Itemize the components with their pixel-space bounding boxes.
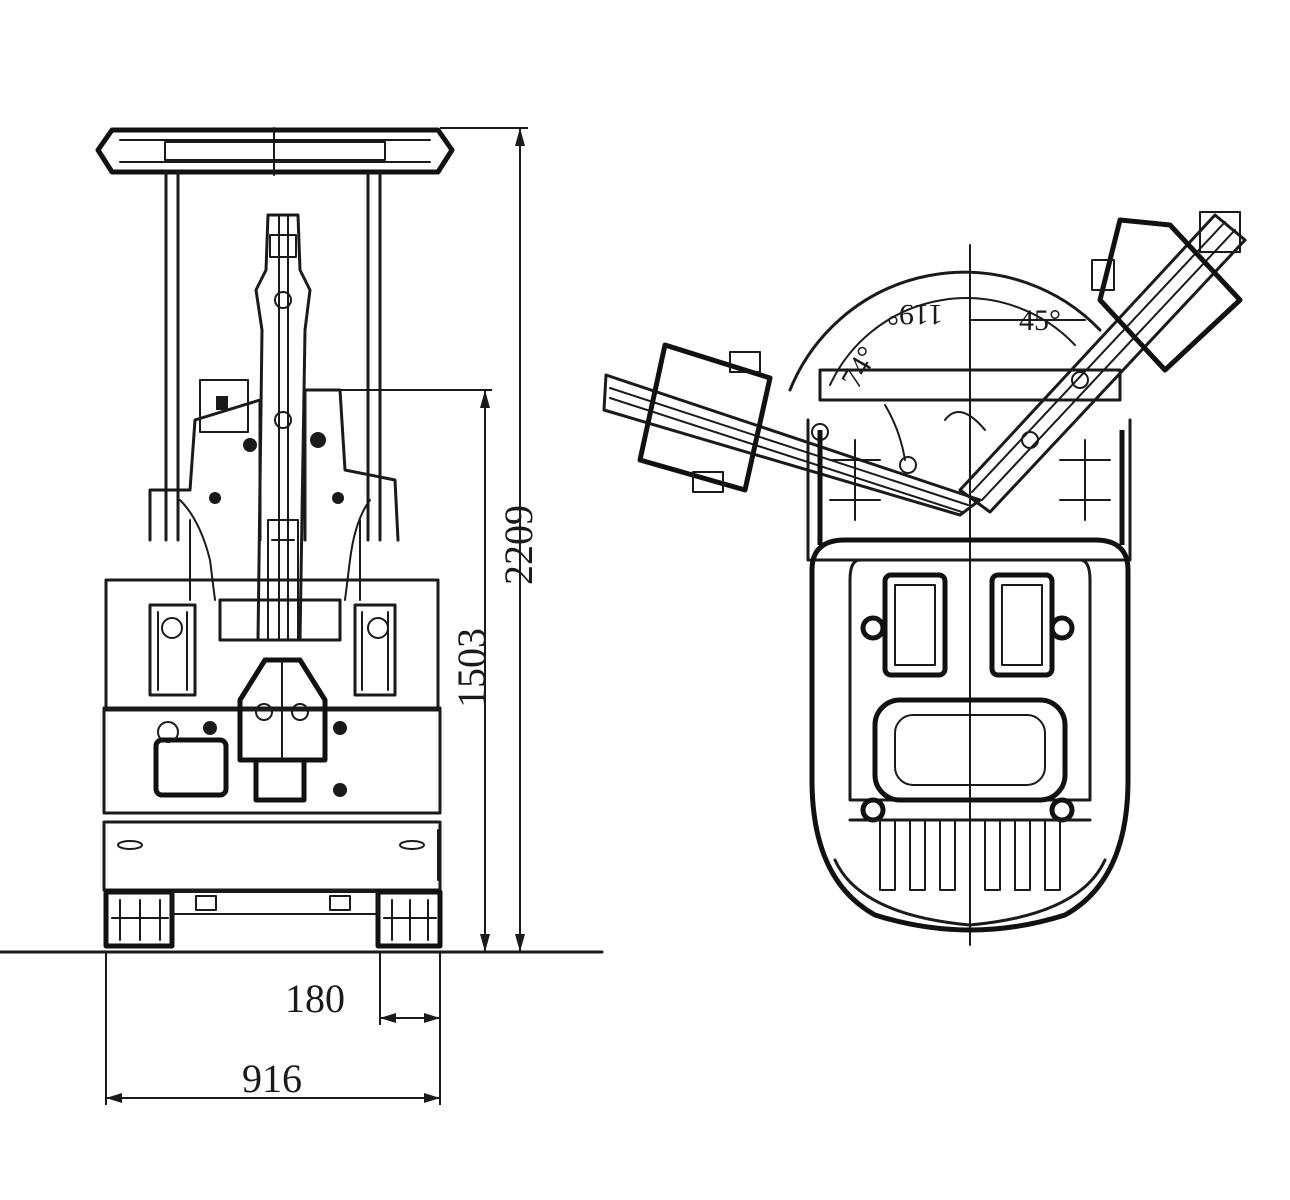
left-boom-position: [602, 342, 982, 517]
front-view: 2209 1503 180 916: [0, 127, 604, 1105]
angle-label-74: 74°: [835, 341, 885, 394]
dimension-boom-height: 1503: [340, 389, 494, 952]
dimension-overall-height: 2209: [440, 127, 541, 952]
upper-body: [148, 379, 400, 601]
turret: [806, 368, 1132, 562]
dimension-label-916: 916: [242, 1056, 302, 1101]
dimension-label-2209: 2209: [496, 505, 541, 585]
lower-chassis: [104, 578, 440, 712]
right-boom-position: [958, 211, 1247, 514]
tracks: [103, 889, 443, 949]
angle-label-45: 45°: [1019, 304, 1061, 337]
dimension-track-width: 180: [285, 952, 441, 1105]
main-body: [809, 537, 1131, 933]
dimension-overall-width: 916: [105, 952, 440, 1105]
canopy-posts: [164, 170, 382, 542]
dimension-label-1503: 1503: [449, 628, 494, 708]
angle-label-119: 119°: [887, 298, 943, 331]
canopy-roof: [95, 127, 455, 176]
blade: [102, 657, 442, 892]
dimension-label-180: 180: [285, 976, 345, 1021]
boom-arm: [243, 213, 326, 642]
top-view: 74° 119° 45°: [602, 211, 1247, 946]
blade-teeth: [833, 818, 1107, 927]
swing-arc: 74° 119° 45°: [788, 270, 1102, 394]
